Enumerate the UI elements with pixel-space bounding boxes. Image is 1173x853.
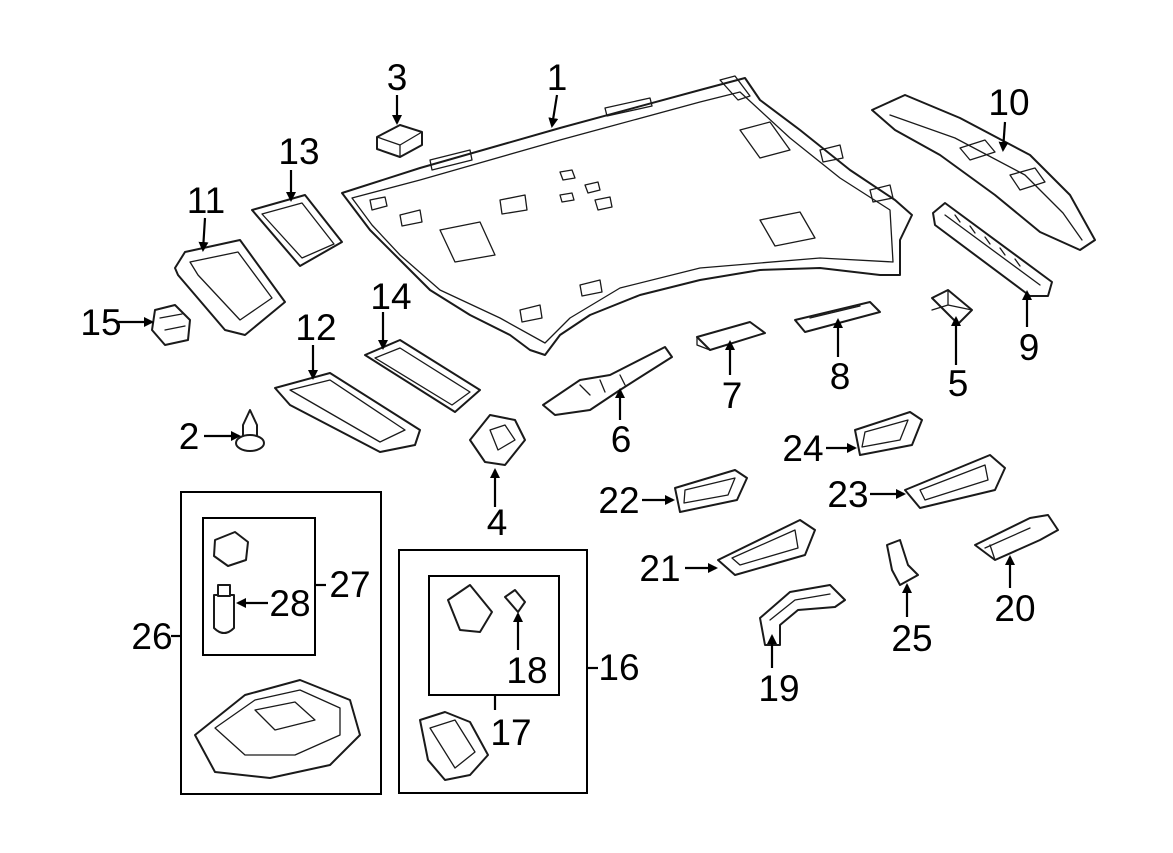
trim-part-21 (717, 519, 816, 576)
clip-part-2 (235, 409, 265, 452)
callout-21: 21 (639, 548, 680, 589)
callout-labels: 1 2 3 4 5 6 7 8 9 10 11 12 13 14 15 16 1… (80, 57, 1039, 753)
visor-part-12 (274, 372, 421, 453)
group-box-27 (202, 517, 316, 656)
callout-28: 28 (269, 583, 310, 624)
clip-part-15 (151, 304, 191, 346)
leader-lines (115, 94, 1032, 710)
callout-8: 8 (830, 356, 851, 397)
callout-25: 25 (891, 618, 932, 659)
trim-part-9 (932, 202, 1053, 297)
roof-bow-part-10 (871, 94, 1096, 251)
cover-part-24 (854, 411, 923, 456)
socket-part-27 (213, 531, 249, 567)
callout-4: 4 (487, 502, 508, 543)
visor-part-14 (364, 339, 481, 413)
callout-18: 18 (506, 650, 547, 691)
callout-19: 19 (758, 668, 799, 709)
pad-part-3 (376, 124, 423, 158)
callout-24: 24 (782, 428, 823, 469)
group-box-26 (180, 491, 382, 795)
callout-1: 1 (547, 57, 568, 98)
cover-part-22 (674, 469, 748, 513)
pad-part-8 (794, 301, 881, 333)
callout-17: 17 (490, 712, 531, 753)
callout-20: 20 (994, 588, 1035, 629)
bulb-part-18 (504, 589, 526, 613)
callout-26: 26 (131, 616, 172, 657)
callout-9: 9 (1019, 327, 1040, 368)
callout-10: 10 (988, 82, 1029, 123)
visor-part-13 (251, 194, 343, 267)
socket-part-17 (447, 584, 493, 633)
trim-part-23 (904, 454, 1006, 509)
callout-13: 13 (278, 131, 319, 172)
callout-5: 5 (948, 363, 969, 404)
callout-2: 2 (179, 416, 200, 457)
pad-part-7 (696, 321, 766, 351)
group-box-16 (398, 549, 588, 794)
callout-3: 3 (387, 57, 408, 98)
pad-part-5 (931, 289, 973, 325)
callout-23: 23 (827, 474, 868, 515)
callout-27: 27 (329, 564, 370, 605)
trim-part-6 (542, 346, 673, 416)
headliner-part (341, 75, 913, 356)
callout-12: 12 (295, 307, 336, 348)
handle-part-20 (974, 514, 1059, 561)
callout-16: 16 (598, 647, 639, 688)
callout-11: 11 (187, 180, 225, 221)
lamp-part-16 (419, 711, 489, 781)
callout-7: 7 (722, 375, 743, 416)
callout-6: 6 (611, 419, 632, 460)
callout-22: 22 (598, 480, 639, 521)
clip-part-25 (886, 539, 919, 586)
callout-15: 15 (80, 302, 121, 343)
visor-part-11 (174, 239, 286, 336)
dome-lamp-part-26 (194, 679, 361, 779)
callout-14: 14 (370, 276, 411, 317)
bracket-part-4 (469, 414, 526, 466)
bulb-part-28 (213, 584, 235, 634)
